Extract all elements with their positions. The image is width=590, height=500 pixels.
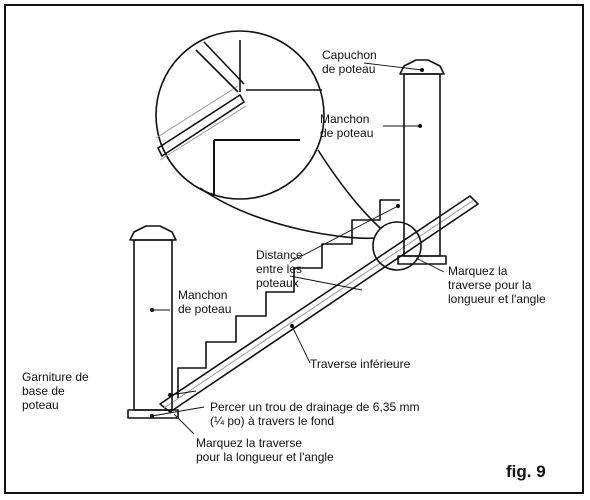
label-line: Manchon xyxy=(320,112,370,126)
label-post-sleeve-left: Manchon de poteau xyxy=(178,288,231,316)
label-line: poteaux xyxy=(256,276,299,290)
label-post-cap: Capuchon de poteau xyxy=(322,48,377,76)
label-line: entre les xyxy=(256,262,303,276)
left-post-cap xyxy=(129,225,177,241)
label-line: (¼ po) à travers le fond xyxy=(210,414,335,428)
left-post-base-trim xyxy=(127,409,179,419)
label-line: longueur et l'angle xyxy=(448,292,546,306)
figure-label: fig. 9 xyxy=(506,462,546,481)
label-line: Marquez la xyxy=(448,264,508,278)
label-distance-between-posts: Distance entre les poteaux xyxy=(256,248,303,290)
label-line: base de xyxy=(22,384,65,398)
detail-target-circle xyxy=(372,221,422,271)
label-line: Percer un trou de drainage de 6,35 mm xyxy=(210,400,420,414)
magnified-detail-circle xyxy=(155,30,325,200)
label-mark-rail-left: Marquez la traverse pour la longueur et … xyxy=(196,436,334,464)
label-line: Manchon xyxy=(178,288,228,302)
label-line: poteau xyxy=(22,398,59,412)
label-line: de poteau xyxy=(322,62,376,76)
right-post-base-trim xyxy=(397,255,447,265)
label-line: pour la longueur et l'angle xyxy=(196,450,334,464)
right-post-cap xyxy=(399,59,445,75)
label-drain-hole: Percer un trou de drainage de 6,35 mm (¼… xyxy=(210,400,419,428)
label-mark-rail-right: Marquez la traverse pour la longueur et … xyxy=(448,264,546,306)
label-line: de poteau xyxy=(320,126,374,140)
label-base-trim: Garniture de base de poteau xyxy=(22,370,89,412)
left-post-sleeve xyxy=(133,239,173,411)
label-post-sleeve-right: Manchon de poteau xyxy=(320,112,373,140)
label-bottom-rail: Traverse inférieure xyxy=(310,357,411,371)
label-line: Marquez la traverse xyxy=(196,436,303,450)
stair-steps xyxy=(177,199,400,398)
label-line: de poteau xyxy=(178,302,232,316)
magnified-detail-content xyxy=(155,40,322,196)
label-line: traverse pour la xyxy=(448,278,532,292)
label-line: Distance xyxy=(256,248,303,262)
figure-frame xyxy=(4,4,584,494)
label-line: Garniture de xyxy=(22,370,89,384)
label-line: Capuchon xyxy=(322,48,377,62)
